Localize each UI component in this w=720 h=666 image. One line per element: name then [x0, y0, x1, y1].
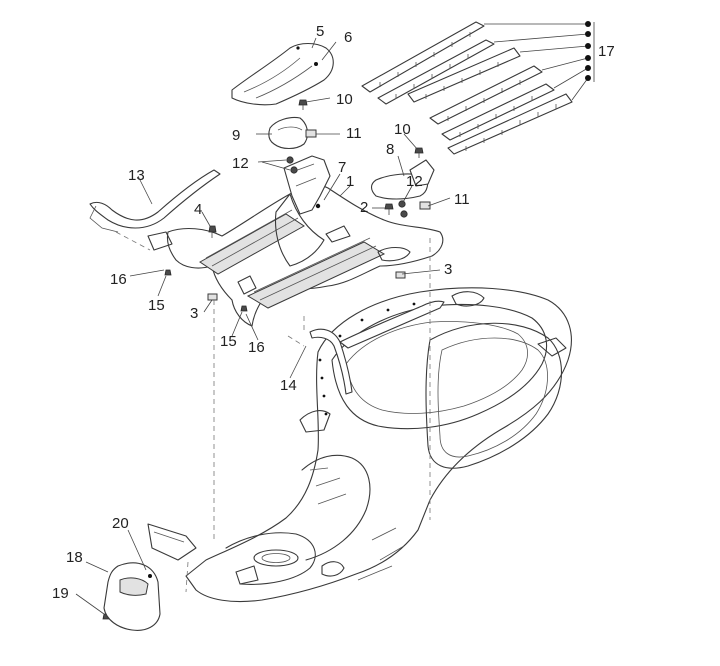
callout-9: 9	[232, 127, 240, 144]
callout-leaders	[75, 37, 451, 615]
callout-15: 15	[220, 333, 237, 350]
assembly-guide-lines	[115, 231, 431, 593]
callout-12: 12	[232, 155, 249, 172]
callout-5: 5	[316, 23, 324, 40]
callout-3: 3	[190, 305, 198, 322]
callout-7: 7	[338, 159, 346, 176]
callout-15: 15	[148, 297, 165, 314]
rail-4	[429, 65, 543, 125]
callout-2: 2	[360, 199, 368, 216]
rear-pad-right	[370, 159, 435, 200]
callout-11: 11	[454, 191, 470, 208]
callout-19: 19	[52, 585, 69, 602]
callout-6: 6	[344, 29, 352, 46]
rail-5	[441, 83, 555, 141]
side-trim-strip-right	[309, 300, 445, 395]
callout-17: 17	[598, 43, 615, 60]
callout-10: 10	[394, 121, 411, 138]
rail-6	[447, 93, 573, 155]
side-trim-strip-left	[89, 169, 221, 233]
footboard-rails	[361, 21, 595, 155]
callout-14: 14	[280, 377, 297, 394]
top-cover-plate	[231, 42, 334, 106]
callout-4: 4	[194, 201, 202, 218]
rim-rivets	[318, 302, 416, 416]
callout-10: 10	[336, 91, 353, 108]
rail-1	[361, 21, 485, 93]
callout-8: 8	[386, 141, 394, 158]
footrest-panel	[147, 184, 444, 327]
callout-13: 13	[128, 167, 145, 184]
rail-3	[407, 47, 521, 103]
callout-labels: 1 2 3 3 4 5 6 7 8 9 10 10 11 11 12 12 13…	[52, 23, 615, 602]
callout-1: 1	[346, 173, 354, 190]
callout-11: 11	[346, 125, 362, 142]
callout-12: 12	[406, 173, 423, 190]
scooter-body-frame	[185, 287, 572, 603]
rear-pad-left	[268, 116, 309, 150]
callout-18: 18	[66, 549, 83, 566]
callout-3: 3	[444, 261, 452, 278]
lower-front-cover	[103, 523, 197, 631]
callout-20: 20	[112, 515, 129, 532]
rail-2	[377, 39, 495, 105]
callout-16: 16	[248, 339, 265, 356]
callout-16: 16	[110, 271, 127, 288]
